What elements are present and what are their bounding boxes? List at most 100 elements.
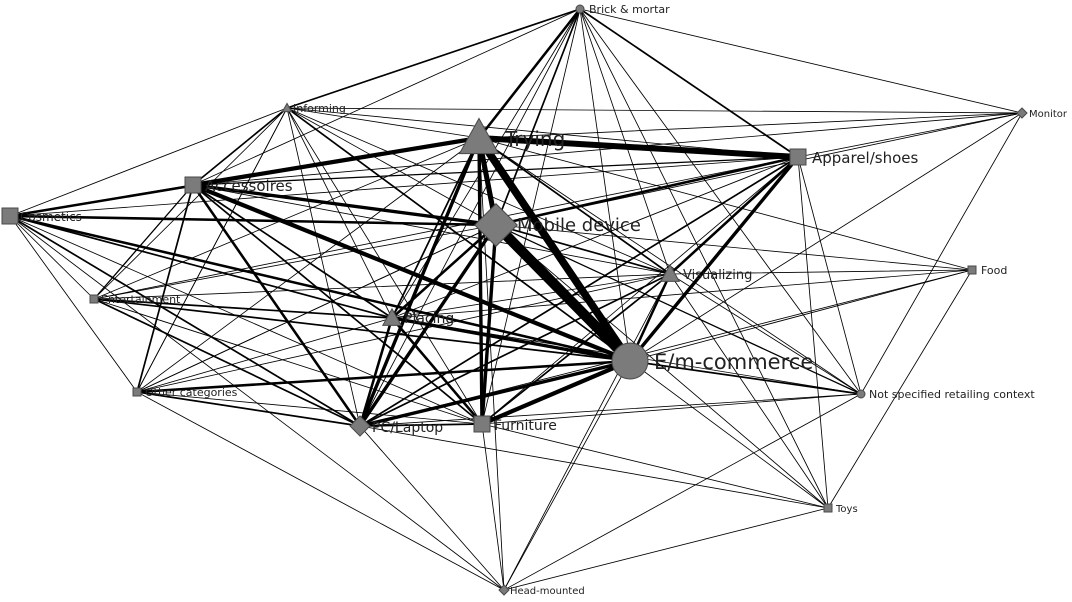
node-ecommerce: [611, 342, 649, 380]
edge-accessoires-ecommerce: [190, 182, 633, 364]
edge-notspecified-pc: [359, 393, 862, 427]
edge-brick-accessoires: [192, 8, 581, 186]
edge-accessoires-entertainment: [93, 184, 194, 300]
edge-entertainment-ecommerce: [93, 298, 631, 362]
node-placing: [381, 307, 403, 326]
node-label-cosmetics: Cosmetics: [20, 210, 82, 224]
node-cosmetics: [1, 207, 19, 225]
node-label-informing: Informing: [293, 102, 346, 115]
edge-other-furniture: [136, 391, 483, 425]
edge-monitor-ecommerce: [629, 112, 1023, 362]
edge-food-ecommerce: [629, 269, 973, 362]
edge-accessoires-apparel: [192, 156, 799, 186]
node-mobile: [474, 203, 518, 247]
edge-informing-visualizing: [286, 107, 671, 275]
edge-apparel-pc: [359, 156, 799, 427]
node-label-trying: Trying: [504, 127, 565, 151]
node-furniture: [473, 415, 491, 433]
edge-other-pc: [136, 391, 361, 427]
edge-pc-cosmetics: [9, 215, 361, 427]
node-label-accessoires: Accessoires: [205, 177, 293, 195]
edge-headmounted-pc: [359, 425, 505, 591]
edge-trying-pc: [358, 136, 481, 428]
edge-accessoires-furniture: [192, 184, 483, 425]
edge-entertainment-informing: [93, 107, 288, 300]
edge-food-pc: [359, 269, 973, 427]
node-entertainment: [89, 294, 99, 304]
edge-apparel-monitor: [797, 112, 1023, 158]
edge-apparel-cosmetics: [9, 156, 799, 217]
node-accessoires: [184, 176, 202, 194]
edge-pc-ecommerce: [358, 359, 632, 428]
edge-visualizing-furniture: [481, 273, 671, 425]
nodes-layer: [1, 4, 1028, 596]
node-label-monitor: Monitor: [1029, 109, 1068, 120]
node-brick: [575, 4, 585, 14]
edge-cosmetics-accessoires: [9, 184, 194, 217]
edge-cosmetics-placing: [9, 215, 393, 319]
edge-toys-apparel: [797, 156, 829, 509]
edge-entertainment-pc: [93, 298, 361, 427]
edge-trying-furniture: [477, 136, 484, 426]
node-apparel: [789, 148, 807, 166]
edges-layer: [8, 7, 1023, 591]
edge-entertainment-trying: [93, 137, 480, 300]
edge-informing-pc: [286, 107, 361, 427]
node-visualizing: [659, 263, 681, 282]
edge-apparel-informing: [286, 107, 799, 158]
edge-apparel-ecommerce: [628, 155, 800, 363]
edge-brick-informing: [286, 8, 581, 109]
edge-monitor-mobile: [495, 112, 1023, 226]
node-label-food: Food: [981, 264, 1007, 277]
edge-other-accessoires: [136, 184, 194, 393]
edge-apparel-visualizing: [668, 155, 800, 276]
edge-other-placing: [136, 317, 393, 393]
edge-headmounted-ecommerce: [503, 360, 631, 591]
edge-cosmetics-headmounted: [9, 215, 505, 591]
node-label-entertainment: Entertainment: [101, 293, 181, 306]
node-other: [132, 387, 142, 397]
node-label-pc: PC/Laptop: [372, 420, 443, 436]
node-headmounted: [498, 584, 510, 596]
edge-informing-mobile: [286, 107, 497, 226]
edge-trying-other: [136, 137, 480, 393]
node-label-visualizing: Visualizing: [683, 268, 752, 283]
edge-mobile-other: [136, 224, 497, 393]
edge-toys-furniture: [481, 423, 829, 509]
edge-food-trying: [478, 137, 973, 271]
edge-trying-ecommerce: [475, 134, 634, 365]
edge-monitor-accessoires: [192, 112, 1023, 186]
edge-furniture-ecommerce: [479, 358, 633, 427]
edge-food-mobile: [495, 224, 973, 271]
edge-cosmetics-furniture: [9, 215, 483, 425]
edge-entertainment-placing: [93, 298, 393, 319]
node-trying: [458, 117, 500, 155]
edge-notspecified-brick: [579, 8, 862, 395]
edge-toys-brick: [579, 8, 829, 509]
node-notspecified: [856, 389, 866, 399]
edge-placing-visualizing: [391, 273, 671, 319]
node-label-ecommerce: E/m-commerce: [654, 350, 813, 374]
edge-headmounted-furniture: [481, 423, 505, 591]
edge-placing-mobile: [390, 223, 498, 320]
node-toys: [823, 503, 833, 513]
edge-informing-placing: [286, 107, 393, 319]
edge-headmounted-other: [136, 391, 505, 591]
edge-headmounted-notspecified: [503, 393, 862, 591]
edge-brick-pc: [359, 8, 581, 427]
node-monitor: [1016, 107, 1028, 119]
edge-brick-apparel: [579, 8, 799, 158]
edge-placing-ecommerce: [390, 316, 632, 363]
edge-visualizing-entertainment: [93, 273, 671, 300]
edge-notspecified-furniture: [481, 393, 862, 425]
edge-brick-placing: [391, 8, 581, 319]
edge-brick-visualizing: [579, 8, 671, 275]
edge-trying-placing: [391, 137, 480, 319]
edge-notspecified-apparel: [797, 156, 862, 395]
edge-mobile-visualizing: [495, 224, 671, 275]
node-informing: [281, 102, 293, 113]
node-label-furniture: Furniture: [494, 418, 557, 434]
edge-apparel-placing: [391, 156, 799, 319]
